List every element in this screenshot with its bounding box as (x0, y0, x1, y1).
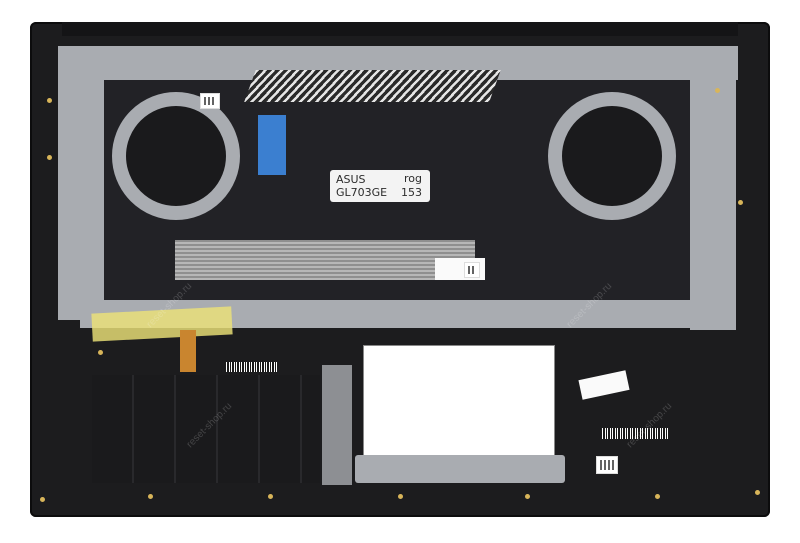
label-model: GL703GE (336, 186, 388, 199)
vent-stripes (244, 70, 501, 102)
screw (98, 350, 103, 355)
screw (655, 494, 660, 499)
screw (525, 494, 530, 499)
screw (268, 494, 273, 499)
keyboard-flex-ribbon (175, 240, 475, 280)
screw (47, 98, 52, 103)
handwritten-label: ASUS GL703GE rog 153 (330, 170, 430, 202)
touchpad-bracket (355, 455, 565, 483)
qr-sticker-top-left (200, 93, 220, 109)
screw (47, 155, 52, 160)
label-number: 153 (401, 186, 422, 199)
barcode-sticker-left (225, 362, 277, 372)
touchpad-opening (363, 345, 555, 462)
fan-opening-right (548, 92, 676, 220)
screw (148, 494, 153, 499)
side-bracket (322, 365, 352, 485)
screw (398, 494, 403, 499)
screw (40, 497, 45, 502)
barcode-sticker-right (601, 428, 669, 439)
label-series: rog (404, 172, 422, 185)
orange-flex-cable (180, 330, 196, 372)
metal-plate-right (690, 80, 736, 330)
qr-sticker-ribbon (464, 262, 480, 278)
screw (738, 200, 743, 205)
palmrest-grid (92, 375, 320, 483)
blue-ribbon-cable (258, 115, 286, 175)
screw (755, 490, 760, 495)
fan-opening-left (112, 92, 240, 220)
screw (715, 88, 720, 93)
metal-plate-left (58, 80, 104, 320)
qr-sticker-bottom-right (596, 456, 618, 474)
top-case-edge (62, 22, 738, 36)
label-brand: ASUS (336, 173, 366, 186)
